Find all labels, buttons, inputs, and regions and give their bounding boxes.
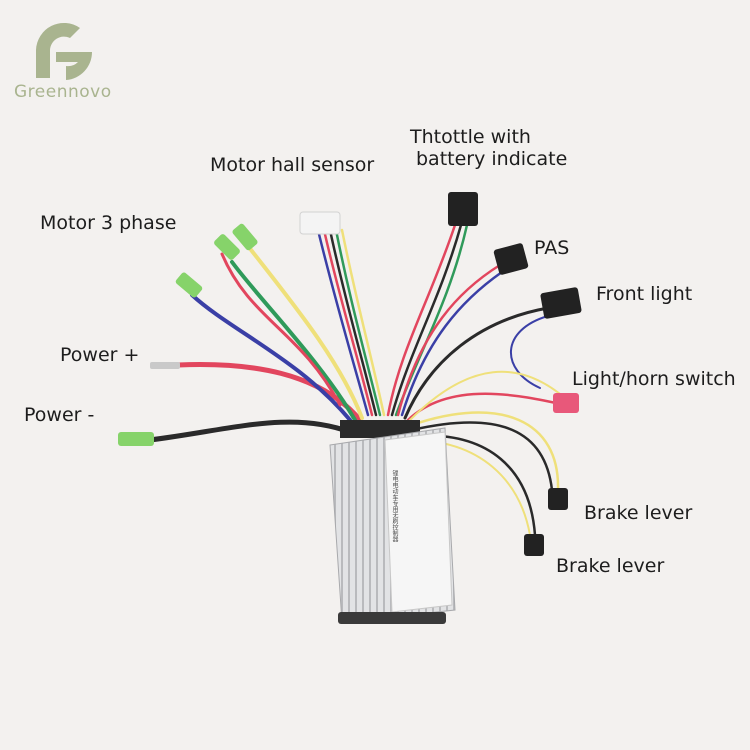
label-motor-hall-sensor: Motor hall sensor	[210, 154, 375, 176]
pas-connector	[493, 243, 529, 275]
throttle-connector	[448, 192, 478, 226]
wire-harness	[147, 223, 567, 537]
phase-connector-1	[175, 272, 203, 298]
power-minus-connector	[118, 432, 154, 446]
label-front-light: Front light	[596, 283, 693, 305]
label-light-horn-switch: Light/horn switch	[572, 368, 736, 390]
controller-label-text: 锂电电动车专用无刷控制器	[391, 470, 398, 542]
controller-box	[329, 420, 456, 624]
phase-connector-3	[232, 223, 258, 251]
label-motor-3-phase: Motor 3 phase	[40, 212, 177, 234]
brake-lever-connector-1	[548, 488, 568, 510]
phase-connector-2	[214, 234, 240, 260]
label-throttle-line2: battery indicate	[416, 148, 568, 170]
connectors	[118, 192, 582, 556]
brake-lever-connector-2	[524, 534, 544, 556]
light-horn-connector	[553, 393, 579, 413]
brand-name: Greennovo	[14, 82, 112, 102]
hall-sensor-connector	[299, 211, 341, 235]
label-throttle-line1: Thtottle with	[410, 126, 531, 148]
label-power-minus: Power -	[24, 404, 95, 426]
label-pas: PAS	[534, 237, 570, 259]
label-brake-lever-1: Brake lever	[584, 502, 693, 524]
front-light-connector	[540, 287, 582, 319]
power-plus-connector	[150, 362, 180, 369]
label-brake-lever-2: Brake lever	[556, 555, 665, 577]
label-power-plus: Power +	[60, 344, 140, 366]
greennovo-logo	[36, 22, 93, 80]
